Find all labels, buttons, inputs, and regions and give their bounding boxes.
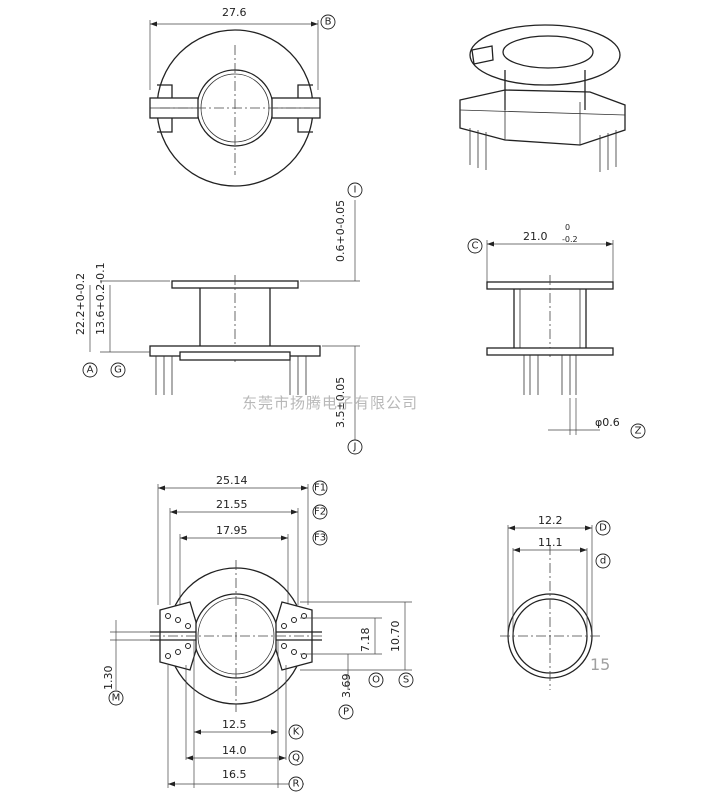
bubble-z-label: Z: [635, 426, 642, 437]
dim-w2: 21.55: [216, 498, 248, 511]
bubble-d-upper: [595, 520, 611, 536]
dim-b1: 12.5: [222, 718, 247, 731]
bubble-p: [338, 704, 354, 720]
dim-w3: 17.95: [216, 524, 248, 537]
bubble-i: [347, 182, 363, 198]
bubble-j-label: J: [353, 442, 357, 453]
dim-pin-dia: φ0.6: [595, 416, 620, 429]
bubble-i-label: I: [354, 185, 357, 196]
bottom-view: 25.14 21.55 17.95 F1 F2 F3: [102, 474, 414, 792]
bubble-s: [398, 672, 414, 688]
dim-height-total: 22.2+0-0.2: [74, 273, 87, 335]
bubble-p-label: P: [343, 707, 349, 718]
dim-height-upper: 0.6+0-0.05: [334, 200, 347, 262]
bubble-o-label: O: [372, 675, 380, 686]
bubble-k: [288, 724, 304, 740]
side-view: 21.0 0 -0.2 C φ0.6 Z: [467, 223, 646, 439]
bubble-d-lower-label: d: [600, 556, 606, 567]
dim-w1: 25.14: [216, 474, 248, 487]
bubble-m: [108, 690, 124, 706]
dim-flange-tol-upper: 0: [565, 223, 570, 232]
bubble-r-label: R: [293, 779, 300, 790]
dim-b3: 16.5: [222, 768, 247, 781]
bubble-q: [288, 750, 304, 766]
bubble-f2: [312, 504, 328, 520]
bubble-b-label: B: [325, 17, 332, 28]
bubble-k-label: K: [293, 727, 300, 738]
dim-height-body: 13.6+0.2-0.1: [94, 262, 107, 335]
dim-id: 11.1: [538, 536, 563, 549]
bubble-d-upper-label: D: [599, 523, 607, 534]
bubble-d-lower: [595, 553, 611, 569]
page-number: 15: [590, 655, 610, 674]
bubble-b: [320, 14, 336, 30]
bubble-q-label: Q: [292, 753, 300, 764]
dim-flange-tol-lower: -0.2: [562, 235, 578, 244]
bubble-c-label: C: [472, 241, 479, 252]
bubble-f2-label: F2: [314, 507, 326, 518]
dim-h3: 3.69: [340, 674, 353, 699]
top-view: 27.6 B: [149, 6, 336, 187]
bubble-c: [467, 238, 483, 254]
watermark: 东莞市扬腾电子有限公司: [242, 394, 418, 412]
bubble-r: [288, 776, 304, 792]
dim-top-width: 27.6: [222, 6, 247, 19]
bubble-f3: [312, 530, 328, 546]
bubble-j: [347, 439, 363, 455]
bubble-s-label: S: [403, 675, 409, 686]
dim-h2: 10.70: [389, 621, 402, 653]
bubble-f3-label: F3: [314, 533, 326, 544]
bubble-o: [368, 672, 384, 688]
bubble-z: [630, 423, 646, 439]
bubble-g: [110, 362, 126, 378]
dim-height-pin: 3.5±0.05: [334, 377, 347, 428]
bubble-f1-label: F1: [314, 483, 326, 494]
bubble-a-label: A: [87, 365, 94, 376]
bubble-a: [82, 362, 98, 378]
bubble-f1: [312, 480, 328, 496]
tube-section-view: 12.2 11.1 D d: [500, 514, 611, 690]
dim-od: 12.2: [538, 514, 563, 527]
isometric-view: [459, 24, 626, 172]
dim-h1: 7.18: [359, 628, 372, 653]
dim-m-small: 1.30: [102, 666, 115, 691]
bubble-m-label: M: [112, 693, 121, 704]
front-view: 0.6+0-0.05 22.2+0-0.2 13.6+0.2-0.1 3.5±0…: [74, 182, 363, 455]
dim-b2: 14.0: [222, 744, 247, 757]
dim-flange-width: 21.0: [523, 230, 548, 243]
bubble-g-label: G: [114, 365, 122, 376]
